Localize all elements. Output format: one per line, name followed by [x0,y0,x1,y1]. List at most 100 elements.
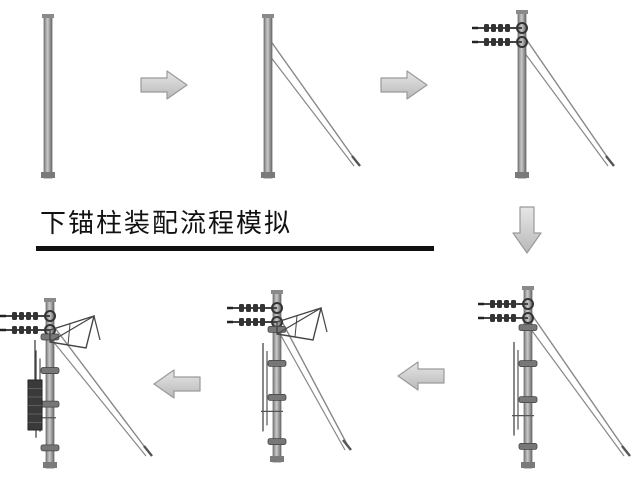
pole-cap [516,10,528,14]
flow-arrow-left [153,369,201,399]
insulator-disc [260,304,265,312]
insulator-disc [491,24,496,32]
guy-anchor [351,155,361,167]
insulator-disc [19,326,24,334]
bracket-frame [49,314,95,349]
pole-band [40,400,60,408]
insulator-disc [497,314,502,322]
bracket-diagonal [49,315,95,343]
insulator-disc [239,318,244,326]
step-5-assembly [227,290,352,463]
bracket-hanger [320,307,328,333]
pole-fittings [512,324,538,450]
pole-band [518,324,538,332]
step-1-assembly [41,14,55,179]
pole [263,15,273,179]
tensioner [27,340,43,431]
title-underline [36,246,434,251]
guy-anchor [342,439,352,451]
diagram-title: 下锚柱装配流程模拟 [40,209,293,239]
support-bracket [49,314,101,349]
insulator-disc [511,300,516,308]
flow-arrow-left [397,361,445,391]
insulator-disc [511,314,516,322]
support-bracket [276,306,328,341]
insulator-disc [12,326,17,334]
guy-wire [523,35,613,165]
guy-wires [278,315,352,451]
insulator-disc [33,326,38,334]
pole-cap [42,14,54,18]
pole-cap [44,298,56,302]
pole-band [518,396,538,404]
insulator-set [478,298,534,324]
guy-anchor [605,155,615,167]
insulator-set [0,310,56,336]
pole-base [261,172,275,178]
pole-cap [522,286,534,290]
pole-clamp [516,22,528,34]
insulator-disc [253,318,258,326]
bracket-hanger [93,315,101,341]
insulator-disc [497,300,502,308]
pole-fittings [261,325,287,446]
pole-band [267,393,287,401]
guy-wire [278,331,346,451]
guy-wires [529,311,631,457]
insulator-disc [26,312,31,320]
pole-band [40,367,60,374]
pole-base [41,172,55,178]
flow-arrow-right [380,70,428,100]
insulator-disc [491,38,496,46]
step-4-assembly [478,286,631,469]
guy-anchor [143,445,153,457]
insulator-disc [239,304,244,312]
flow-arrow-down [512,206,542,254]
guy-wires [523,35,615,167]
step-6-assembly [0,298,153,469]
bracket-strut [294,315,298,338]
insulator-disc [484,38,489,46]
pole-band [40,444,60,452]
bracket-frame [276,306,322,341]
guy-wire [523,51,609,167]
guy-wire [269,39,359,165]
step-2-assembly [261,14,361,179]
insulator-disc [33,312,38,320]
insulator-disc [246,318,251,326]
insulator-disc [19,312,24,320]
insulator-disc [12,312,17,320]
guy-wire [51,323,151,455]
insulator-disc [505,24,510,32]
guy-wire [278,315,350,449]
bracket-diagonal [276,307,322,335]
insulator-disc [505,38,510,46]
pole-band [267,438,287,446]
guy-wire [529,311,629,455]
pole-clamp [516,36,528,48]
insulator-disc [498,38,503,46]
insulator-disc [490,314,495,322]
guy-wire [529,327,625,457]
pole-cap [271,290,283,294]
pole-clamp [271,302,283,314]
bracket-strut [67,323,71,346]
guy-wire [269,55,355,167]
insulator-disc [246,304,251,312]
insulator-disc [504,300,509,308]
pole-clamp [44,310,56,322]
insulator-disc [260,318,265,326]
pole-clamp [522,298,534,310]
flow-arrow-right [140,70,188,100]
pole [43,15,53,179]
pole-band [518,442,538,450]
pole-clamp [522,312,534,324]
guy-anchor [621,445,631,457]
step-3-assembly [472,10,615,179]
pole-base [43,462,57,468]
insulator-disc [498,24,503,32]
pole-band [267,359,287,367]
guy-wires [269,39,361,167]
insulator-disc [504,314,509,322]
